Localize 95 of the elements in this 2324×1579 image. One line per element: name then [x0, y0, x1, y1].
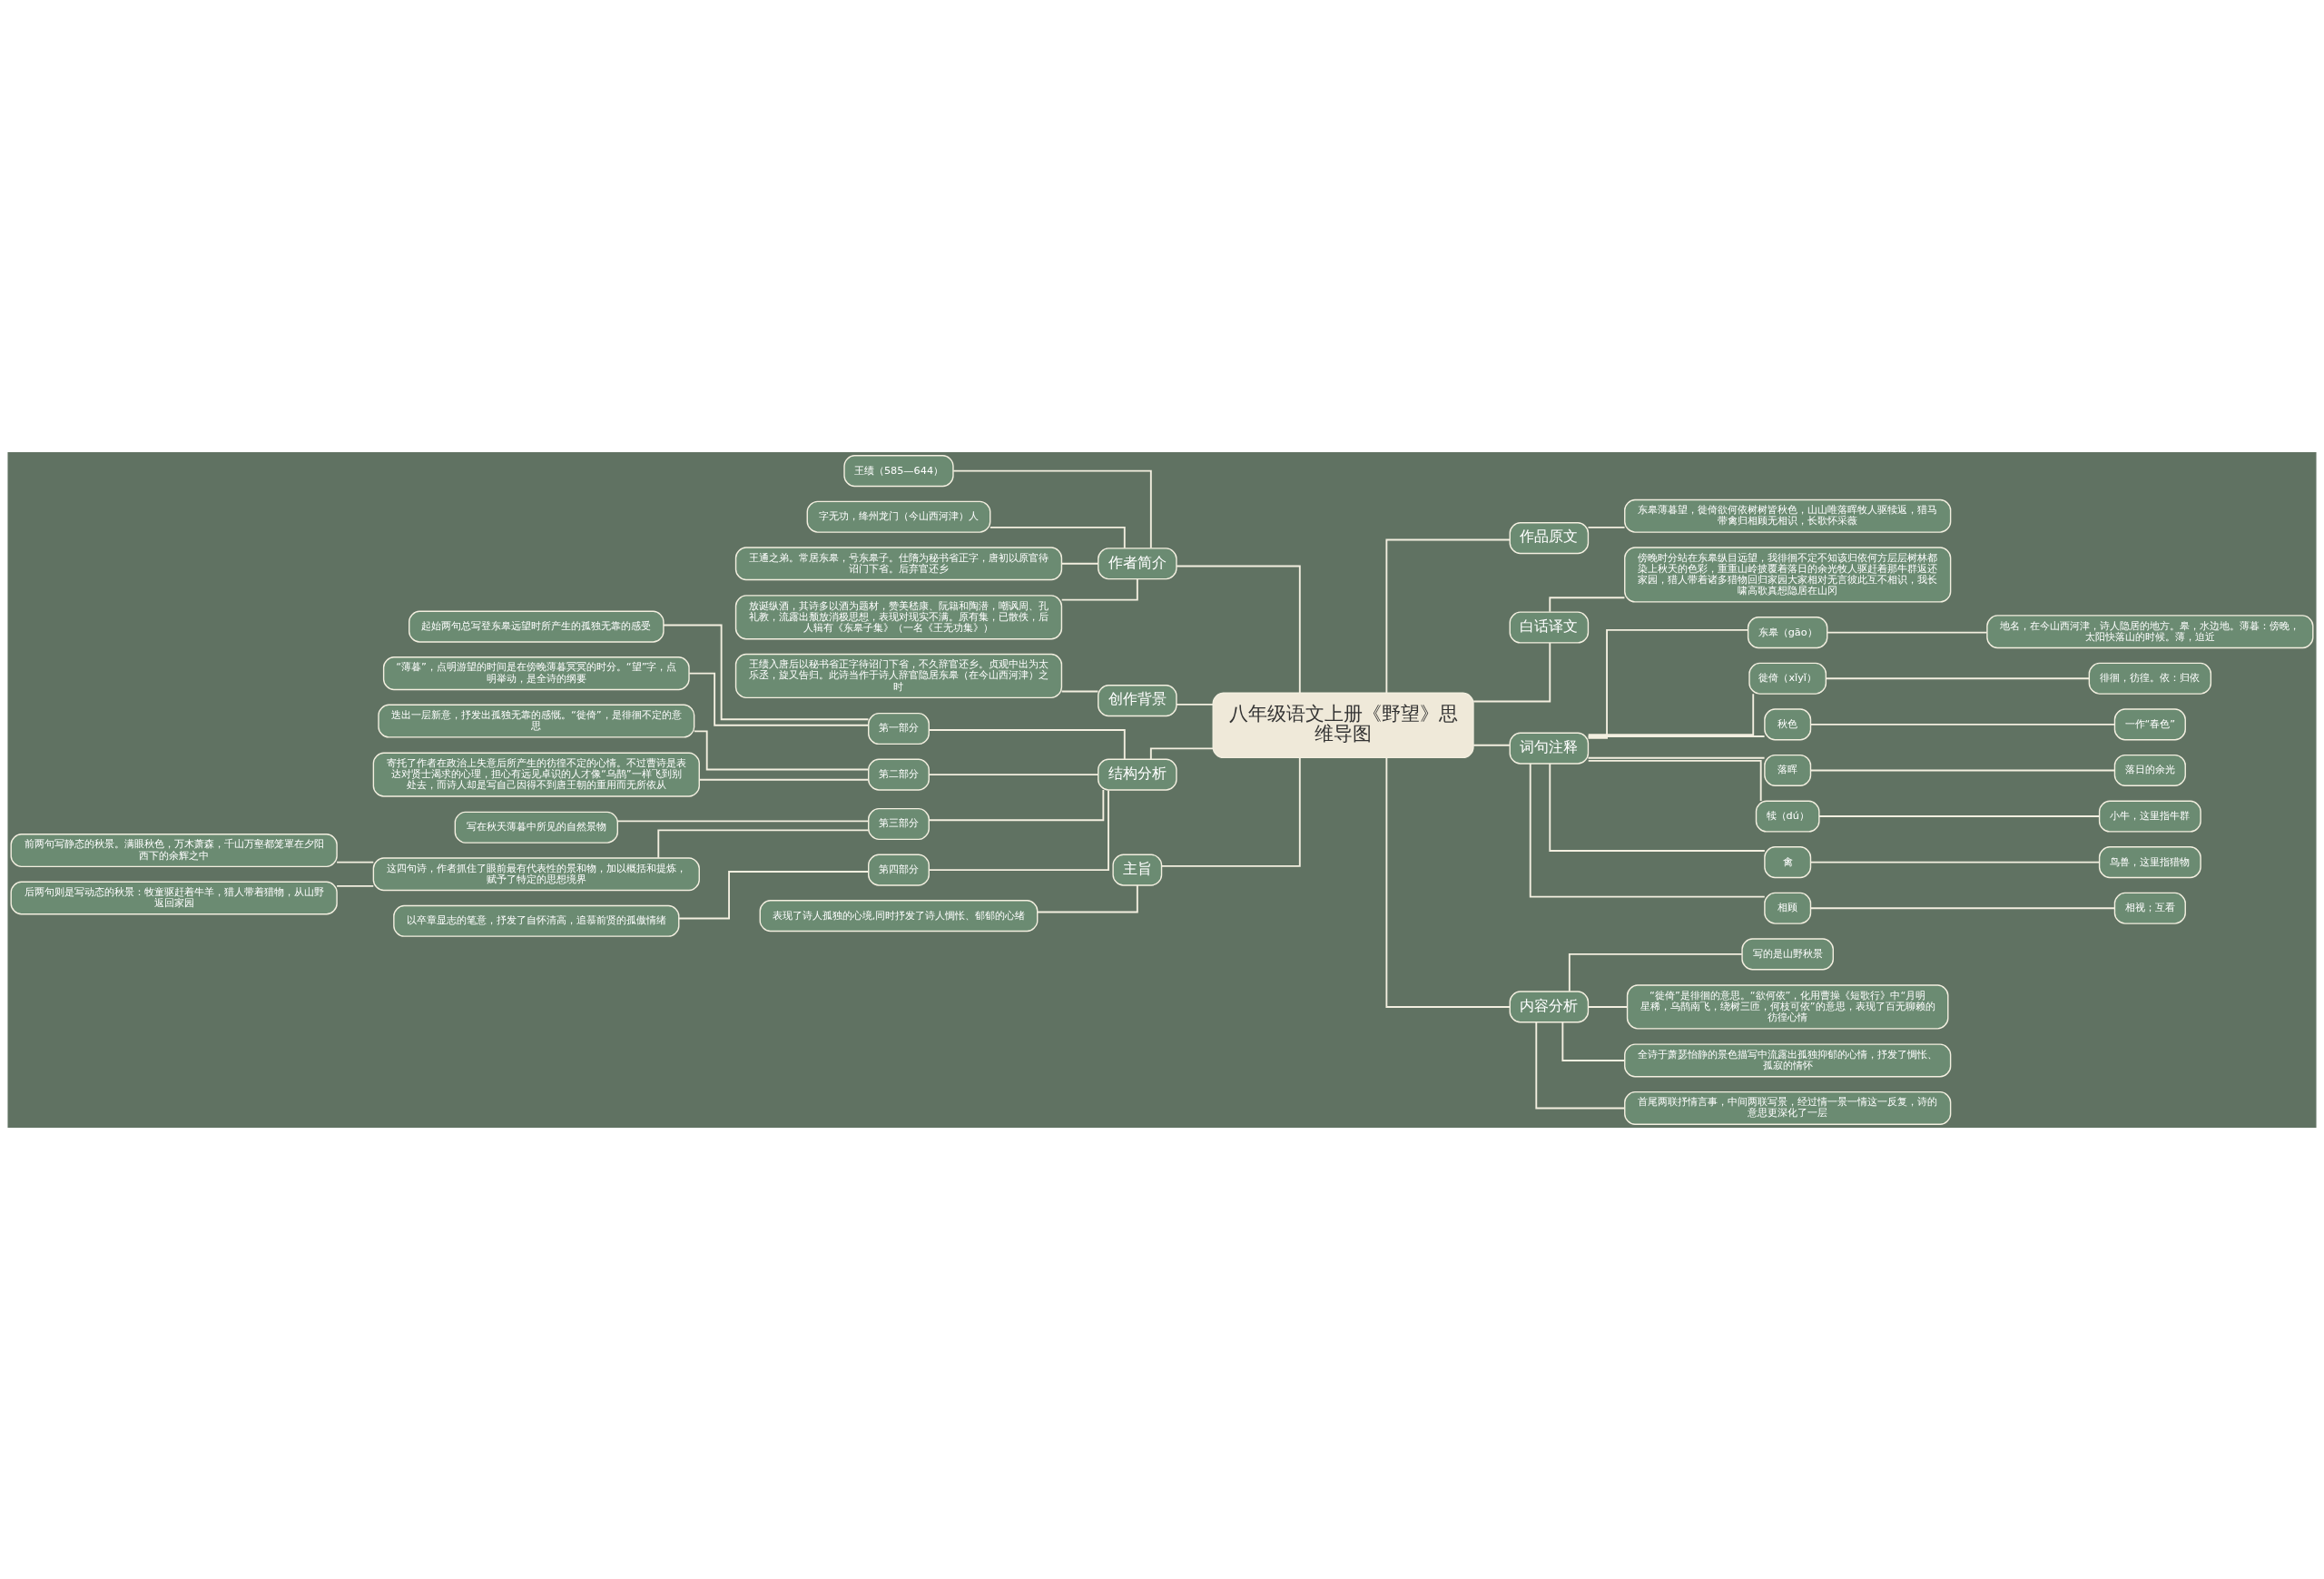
connector	[1587, 692, 1755, 735]
node-box: 写在秋天薄暮中所见的自然景物	[454, 811, 618, 844]
node-box: 作者简介	[1098, 547, 1177, 579]
node-box: 首尾两联抒情言事，中间两联写景，经过情一景一情这一反复，诗的意思更深化了一层	[1624, 1090, 1952, 1125]
node-box: 作品原文	[1509, 521, 1590, 554]
node-box: 傍晚时分站在东皋纵目远望，我徘徊不定不知该归依何方层层树林都染上秋天的色彩，重重山岭披覆着落日的余光牧人驱赶着那牛群返还家园，猎人带着诸多猎物回归家园大家相对无言彼此互不相识，我长啸高歌真想隐居在山冈	[1624, 546, 1952, 603]
node-box: 以卒章显志的笔意，抒发了自怀清高，追慕前贤的孤傲情绪	[393, 904, 680, 937]
connector	[1060, 577, 1138, 600]
node-box: 创作背景	[1098, 684, 1177, 716]
connector	[1587, 756, 1766, 759]
node-box: 八年级语文上册《野望》思维导图	[1212, 691, 1474, 758]
connector	[1549, 762, 1766, 852]
connector	[1568, 952, 1743, 992]
node-box: 第四部分	[868, 854, 930, 886]
connector	[1817, 814, 2101, 817]
connector	[698, 778, 870, 781]
node-box: 寄托了作者在政治上失意后所产生的彷徨不定的心情。不过曹诗是表达对贤士渴求的心理，担心有远见卓识的人才像“乌鹊”一样飞到别处去，而诗人却是写自己因得不到唐王朝的重用而无所依从	[372, 752, 700, 797]
node-box: 白话译文	[1509, 610, 1590, 644]
connector	[1561, 1021, 1626, 1061]
connector	[1472, 641, 1551, 702]
connector	[1587, 628, 1749, 739]
node-box: 地名，在今山西河津，诗人隐居的地方。皋，水边地。薄暮：傍晚，太阳快落山的时候。薄，迫近	[1986, 614, 2314, 648]
connector	[688, 672, 870, 726]
node-box: 王绩入唐后以秘书省正字待诏门下省，不久辞官还乡。贞观中出为太乐丞，旋又告归。此诗当作于诗人辞官隐居东皋（在今山西河津）之时	[734, 653, 1063, 698]
connector	[1809, 769, 2116, 771]
connector	[1060, 690, 1099, 692]
connector	[677, 870, 870, 919]
connector	[1535, 1021, 1626, 1109]
node-box: 词句注释	[1509, 732, 1590, 765]
node-box: 小牛，这里指牛群	[2098, 799, 2201, 833]
node-box: 写的是山野秋景	[1741, 937, 1834, 970]
node-box: 结构分析	[1098, 758, 1177, 791]
node-box: 起始两句总写登东皋远望时所产生的孤独无靠的感受	[409, 610, 665, 643]
connector	[663, 624, 870, 720]
node-box: 秋色	[1764, 707, 1812, 740]
node-box: 禽	[1764, 845, 1812, 878]
node-box: 全诗于萧瑟怡静的景色描写中流露出孤独抑郁的心情，抒发了惆怅、孤寂的情怀	[1624, 1042, 1952, 1077]
node-box: 东皋（gāo）	[1747, 616, 1828, 648]
connector	[1809, 906, 2116, 909]
node-box: 徘徊，彷徨。依：归依	[2088, 662, 2212, 695]
connector	[928, 788, 1105, 821]
connector	[1160, 756, 1301, 867]
node-box: 字无功，绛州龙门（今山西河津）人	[806, 500, 991, 533]
connector	[1060, 562, 1099, 565]
connector	[1587, 759, 1762, 802]
connector	[1176, 565, 1301, 694]
node-box: 徙倚（xǐyǐ）	[1748, 662, 1827, 695]
node-box: 放诞纵酒，其诗多以酒为题材，赞美嵇康、阮籍和陶潜，嘲讽周、孔礼教，流露出颓放消极思想，表现对现实不满。原有集，已散佚，后人辑有《东皋子集》（一名《王无功集》）	[734, 594, 1063, 639]
node-box: “薄暮”，点明游望的时间是在傍晚薄暮冥冥的时分。“望”字，点明举动，是全诗的纲要	[382, 656, 690, 690]
connector	[693, 729, 870, 770]
connector	[657, 828, 870, 859]
node-box: 落晖	[1764, 754, 1812, 786]
connector	[952, 469, 1152, 548]
node-box: 迭出一层新意，抒发出孤独无靠的感慨。“徙倚”，是徘徊不定的意思	[378, 704, 695, 738]
connector	[336, 884, 375, 887]
connector	[928, 789, 1109, 871]
node-box: 落日的余光	[2113, 754, 2186, 786]
connector	[1385, 756, 1511, 1008]
node-box: 相视；互看	[2113, 892, 2186, 924]
connector	[1587, 735, 1766, 737]
node-box: 东皋薄暮望，徙倚欲何依树树皆秋色，山山唯落晖牧人驱犊返，猎马带禽归相顾无相识，长歌怀采薇	[1624, 498, 1952, 533]
node-box: 主旨	[1112, 854, 1163, 886]
node-box: 这四句诗，作者抓住了眼前最有代表性的景和物，加以概括和提炼，赋予了特定的思想境界	[372, 856, 700, 891]
connector	[1472, 744, 1511, 746]
node-box: 第二部分	[868, 758, 930, 791]
node-box: 内容分析	[1509, 990, 1590, 1022]
connector	[1809, 861, 2101, 864]
node-box: 相顾	[1764, 892, 1812, 924]
node-box: 一作“春色”	[2113, 707, 2186, 740]
connector	[1385, 538, 1511, 694]
connector	[1827, 631, 1988, 634]
connector	[1587, 526, 1626, 528]
connector	[989, 526, 1126, 549]
connector	[1809, 723, 2116, 725]
connector	[928, 773, 1099, 775]
connector	[1587, 1005, 1629, 1008]
node-box: 王通之弟。常居东皋，号东皋子。仕隋为秘书省正字，唐初以原官待诏门下省。后弃官还乡	[734, 546, 1063, 580]
node-box: 王绩（585—644）	[843, 454, 954, 487]
connector	[1036, 883, 1138, 913]
connector	[616, 819, 870, 822]
node-box: 鸟兽，这里指猎物	[2098, 845, 2201, 878]
connector	[928, 728, 1126, 760]
connector	[1549, 596, 1626, 613]
connector	[336, 861, 375, 864]
node-box: 后两句则是写动态的秋景：牧童驱赶着牛羊，猎人带着猎物，从山野返回家园	[10, 881, 338, 914]
node-box: 表现了诗人孤独的心境,同时抒发了诗人惆怅、郁郁的心绪	[759, 899, 1039, 932]
connector	[1825, 676, 2091, 679]
connector	[1176, 703, 1214, 706]
node-box: 前两句写静态的秋景。满眼秋色，万木萧森，千山万壑都笼罩在夕阳西下的余辉之中	[10, 833, 338, 867]
node-box: 犊（dú）	[1755, 799, 1820, 833]
node-box: 第三部分	[868, 807, 930, 840]
node-box: “徙倚”是徘徊的意思。“欲何依”，化用曹操《短歌行》中“月明星稀，乌鹊南飞，绕树三匝，何枝可依”的意思，表现了百无聊赖的彷徨心情	[1626, 983, 1949, 1030]
node-box: 第一部分	[868, 712, 930, 745]
connector	[1149, 746, 1214, 760]
connector	[1529, 762, 1766, 898]
